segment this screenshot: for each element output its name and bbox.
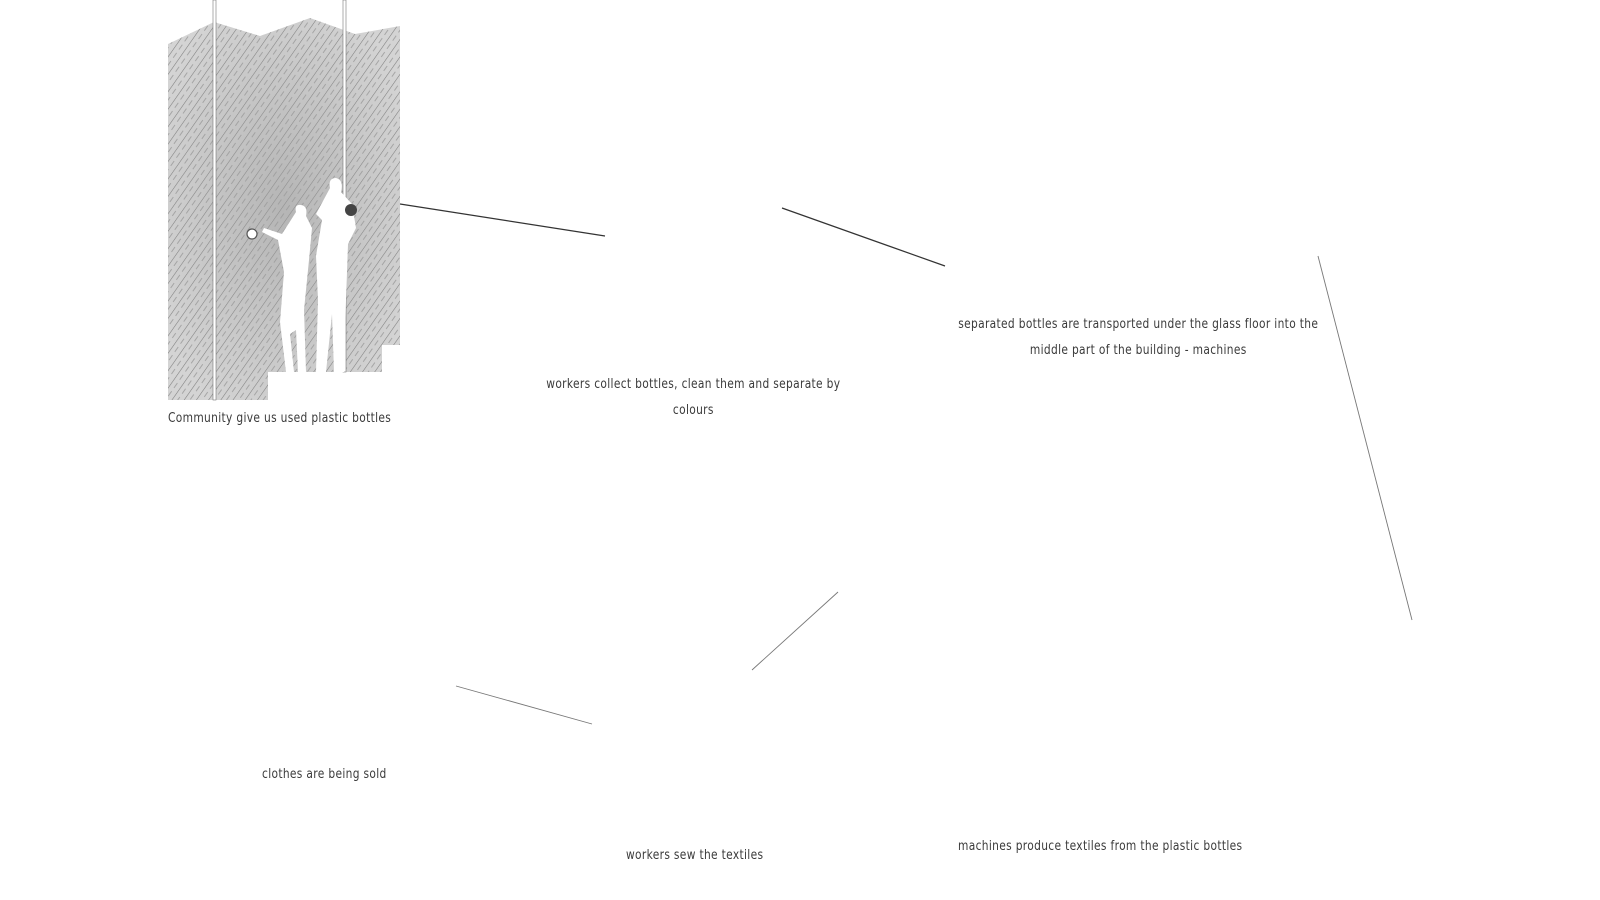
connector-sewing-selling — [455, 685, 593, 725]
community-illustration — [168, 0, 400, 401]
caption-sorting: workers collect bottles, clean them and … — [546, 377, 841, 418]
bottle-icon — [345, 204, 357, 216]
connector-community-sorting — [399, 203, 606, 237]
connector-machines-sewing — [751, 591, 839, 671]
connector-transport-machines — [1317, 255, 1413, 621]
person-silhouette — [316, 178, 356, 372]
connector-sorting-transport — [781, 207, 946, 267]
caption-community: Community give us used plastic bottles — [168, 411, 392, 426]
caption-selling: clothes are being sold — [262, 767, 387, 782]
caption-sewing: workers sew the textiles — [626, 848, 764, 863]
bottle-icon — [246, 228, 258, 240]
person-silhouette — [262, 204, 312, 372]
caption-transport: separated bottles are transported under … — [958, 317, 1319, 358]
caption-machines: machines produce textiles from the plast… — [958, 839, 1243, 854]
connector-lines — [399, 203, 1413, 725]
